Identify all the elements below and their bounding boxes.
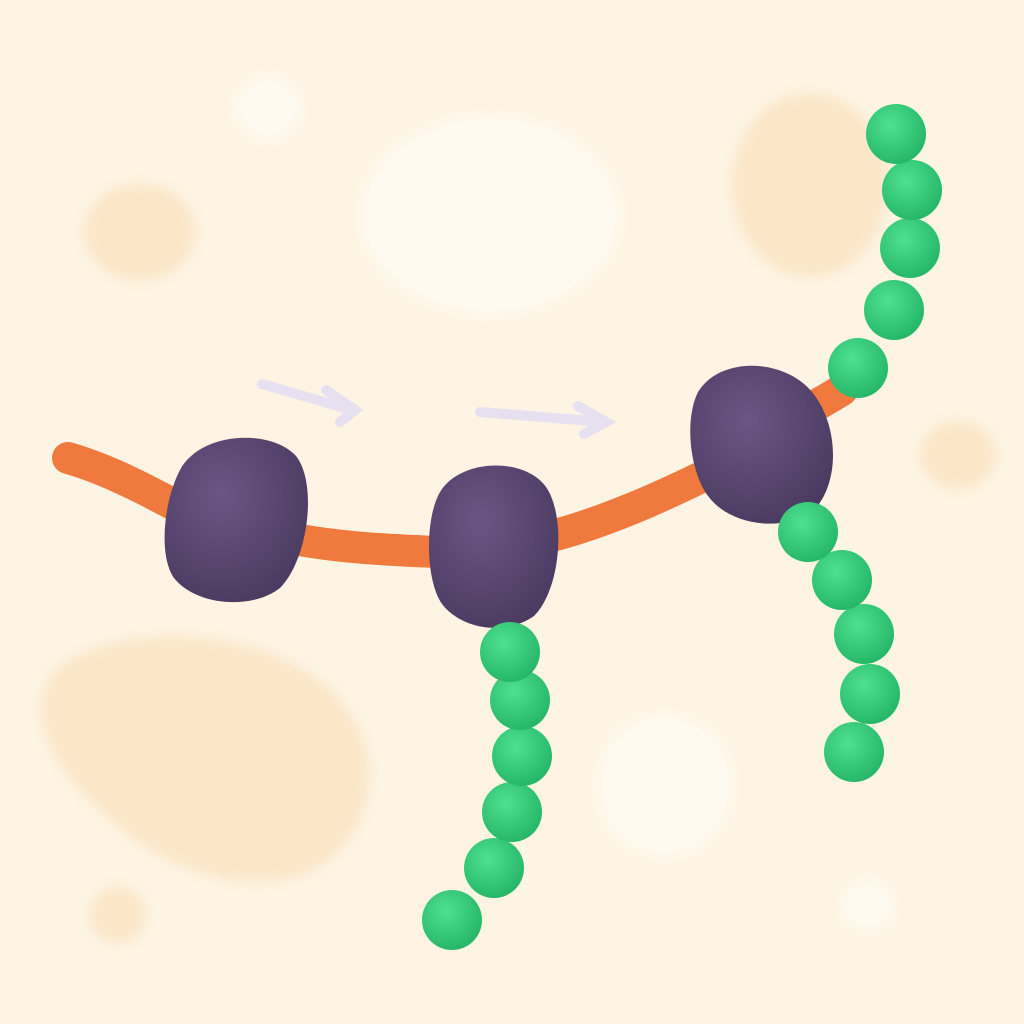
ribosomes xyxy=(164,365,833,628)
background-blob xyxy=(84,184,196,280)
background-blob xyxy=(732,93,888,277)
background-blob xyxy=(360,115,620,315)
amino-acid-bead-icon xyxy=(422,890,482,950)
amino-acid-bead-icon xyxy=(834,604,894,664)
amino-acid-bead-icon xyxy=(864,280,924,340)
background-blob xyxy=(597,713,733,857)
amino-acid-bead-icon xyxy=(490,670,550,730)
arrow-right-icon xyxy=(475,401,617,439)
background-blob xyxy=(842,879,894,931)
ribosome-icon xyxy=(690,365,833,524)
peptide-chain-1 xyxy=(422,622,552,950)
amino-acid-bead-icon xyxy=(480,622,540,682)
amino-acid-bead-icon xyxy=(828,338,888,398)
arrow-right-icon xyxy=(257,379,364,427)
background-blob xyxy=(90,887,146,943)
background-blob xyxy=(234,76,302,140)
amino-acid-bead-icon xyxy=(824,722,884,782)
background-blobs xyxy=(41,76,996,943)
amino-acid-bead-icon xyxy=(882,160,942,220)
peptide-chain-2 xyxy=(778,502,900,782)
amino-acid-bead-icon xyxy=(866,104,926,164)
amino-acid-bead-icon xyxy=(482,782,542,842)
ribosome-icon xyxy=(428,465,559,628)
ribosome-icon xyxy=(164,437,308,603)
background-blob xyxy=(920,421,996,489)
amino-acid-bead-icon xyxy=(464,838,524,898)
amino-acid-bead-icon xyxy=(492,726,552,786)
amino-acid-bead-icon xyxy=(812,550,872,610)
amino-acid-bead-icon xyxy=(880,218,940,278)
amino-acid-bead-icon xyxy=(778,502,838,562)
amino-acid-bead-icon xyxy=(840,664,900,724)
direction-arrows xyxy=(257,379,617,439)
peptide-chain-3 xyxy=(828,104,942,398)
background-blob xyxy=(41,636,369,882)
